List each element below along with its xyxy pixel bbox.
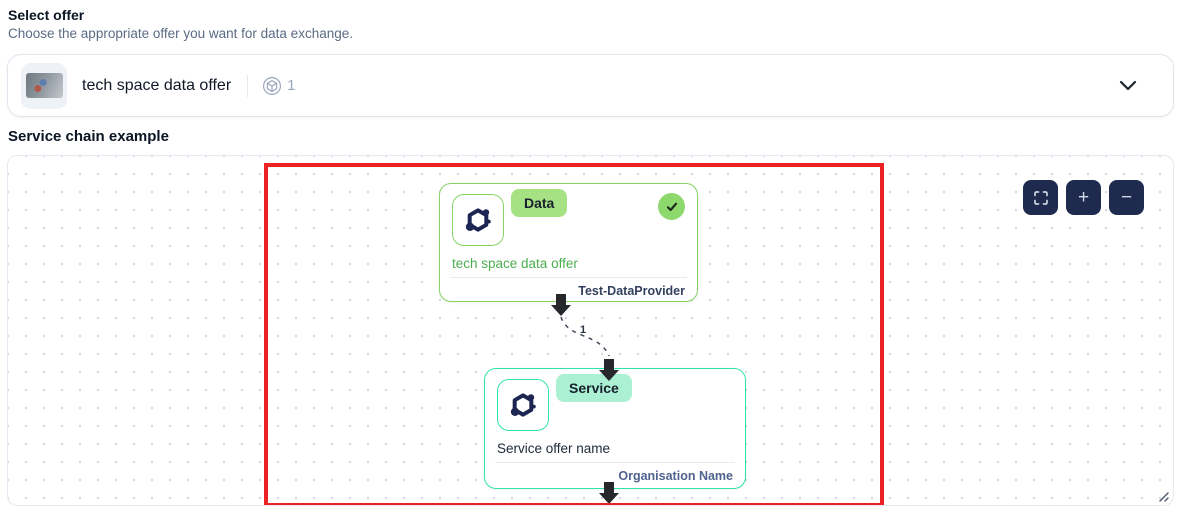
participant-count-value: 1: [287, 77, 296, 94]
zoom-out-icon: −: [1120, 187, 1133, 208]
resize-handle[interactable]: [1156, 489, 1170, 503]
offer-participant-count: 1: [262, 76, 295, 96]
node-organisation: Organisation Name: [618, 469, 733, 483]
check-icon: [658, 193, 685, 220]
service-chain-canvas[interactable]: Data tech space data offer Test-DataProv…: [7, 155, 1174, 506]
node-organisation: Test-DataProvider: [578, 284, 685, 298]
divider: [450, 277, 687, 278]
divider: [247, 74, 249, 97]
node-offer-name: tech space data offer: [452, 256, 578, 271]
zoom-out-button[interactable]: −: [1109, 180, 1144, 215]
section-title-service-chain: Service chain example: [8, 128, 169, 145]
node-type-badge: Service: [556, 374, 632, 402]
page-title: Select offer: [8, 7, 85, 23]
node-service-offer[interactable]: Service Service offer name Organisation …: [484, 368, 746, 489]
node-offer-name: Service offer name: [497, 441, 611, 456]
fit-view-icon: [1033, 190, 1048, 205]
fit-view-button[interactable]: [1023, 180, 1058, 215]
page-subtitle: Choose the appropriate offer you want fo…: [8, 26, 353, 41]
edge-label: 1: [580, 324, 587, 336]
chevron-down-icon[interactable]: [1119, 80, 1137, 91]
canvas-controls: + −: [1023, 180, 1144, 215]
zoom-in-icon: +: [1077, 187, 1090, 208]
selected-offer-name: tech space data offer: [82, 76, 232, 94]
node-icon-box: [497, 379, 549, 431]
dataspace-logo-icon: [510, 393, 536, 417]
offer-thumbnail: [21, 62, 67, 109]
offer-select-dropdown[interactable]: tech space data offer 1: [7, 54, 1174, 117]
node-type-badge: Data: [511, 189, 568, 217]
offer-photo: [25, 73, 63, 98]
node-icon-box: [452, 194, 504, 246]
divider: [495, 462, 735, 463]
node-data-offer[interactable]: Data tech space data offer Test-DataProv…: [439, 183, 698, 302]
zoom-in-button[interactable]: +: [1066, 180, 1101, 215]
package-icon: [263, 76, 282, 95]
dataspace-logo-icon: [465, 208, 491, 232]
